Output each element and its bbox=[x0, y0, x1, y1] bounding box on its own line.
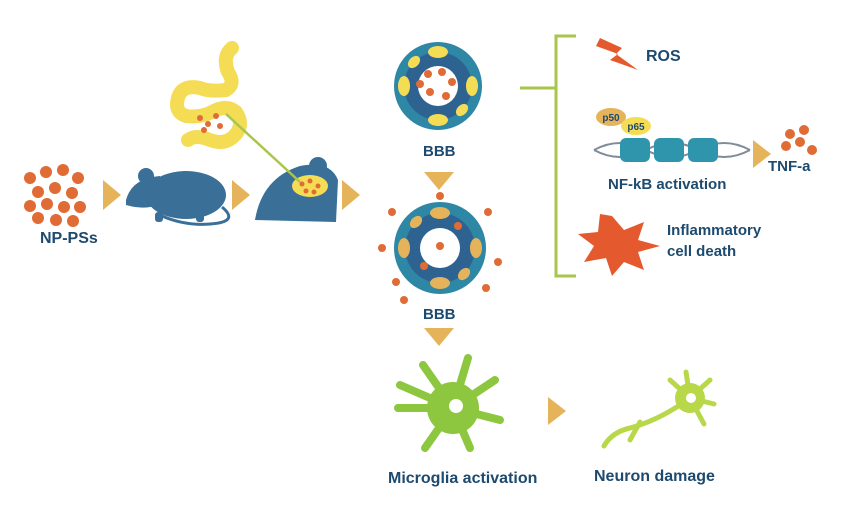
arrow-down-2 bbox=[424, 328, 454, 346]
arrow-right-2 bbox=[232, 180, 250, 210]
arrow-right-5 bbox=[548, 397, 566, 425]
inflammatory-label-line1: Inflammatory bbox=[667, 222, 762, 239]
arrow-right-3 bbox=[342, 180, 360, 210]
inflammatory-burst-icon bbox=[578, 214, 660, 276]
arrow-down-1 bbox=[424, 172, 454, 190]
p65-label: p65 bbox=[627, 122, 645, 133]
microglia-label: Microglia activation bbox=[388, 470, 538, 487]
brain-region bbox=[292, 175, 328, 197]
nanoplastic-particles bbox=[24, 164, 86, 227]
ros-lightning-icon bbox=[596, 38, 638, 70]
p65-protein bbox=[621, 117, 651, 135]
intestine-icon bbox=[170, 41, 301, 183]
neuron-label: Neuron damage bbox=[594, 468, 715, 485]
arrow-right-1 bbox=[103, 180, 121, 210]
bbb-intact-label: BBB bbox=[423, 143, 456, 160]
ros-label: ROS bbox=[646, 48, 681, 65]
connector-line bbox=[225, 113, 301, 183]
nfkb-dna-icon: p50 p65 bbox=[593, 108, 751, 162]
arrow-right-4 bbox=[753, 140, 771, 168]
mouse-icon bbox=[126, 168, 231, 226]
nfkb-label: NF-kB activation bbox=[608, 176, 727, 193]
bbb-intact-icon bbox=[394, 42, 482, 130]
p50-label: p50 bbox=[602, 113, 620, 124]
tnf-particles bbox=[781, 125, 817, 155]
bbb-disrupted-label: BBB bbox=[423, 306, 456, 323]
tnf-label: TNF-a bbox=[768, 158, 811, 175]
effects-bracket bbox=[520, 34, 576, 278]
nanoplastics-label: NP-PSs bbox=[40, 230, 98, 247]
p50-protein bbox=[596, 108, 626, 126]
inflammatory-label-line2: cell death bbox=[667, 243, 737, 260]
flow-arrows bbox=[103, 140, 771, 425]
bbb-disrupted-icon bbox=[378, 192, 502, 304]
mouse-head-icon bbox=[255, 157, 338, 222]
